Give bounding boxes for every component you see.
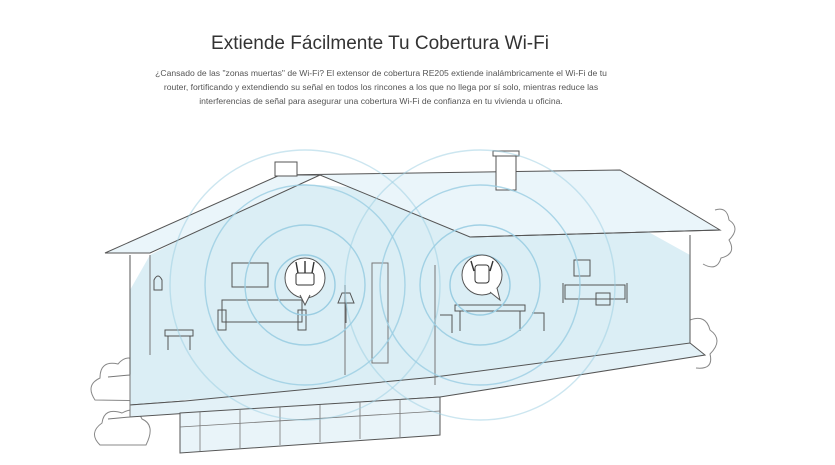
wifi-wave-icon [169, 149, 616, 421]
router-icon [284, 257, 326, 307]
house-icon [104, 150, 722, 454]
coverage-illustration [90, 149, 736, 454]
tree-icon [689, 208, 736, 369]
section-description: ¿Cansado de las "zonas muertas" de Wi-Fi… [155, 68, 607, 106]
extender-icon [461, 254, 503, 302]
section-title: Extiende Fácilmente Tu Cobertura Wi-Fi [211, 33, 549, 54]
